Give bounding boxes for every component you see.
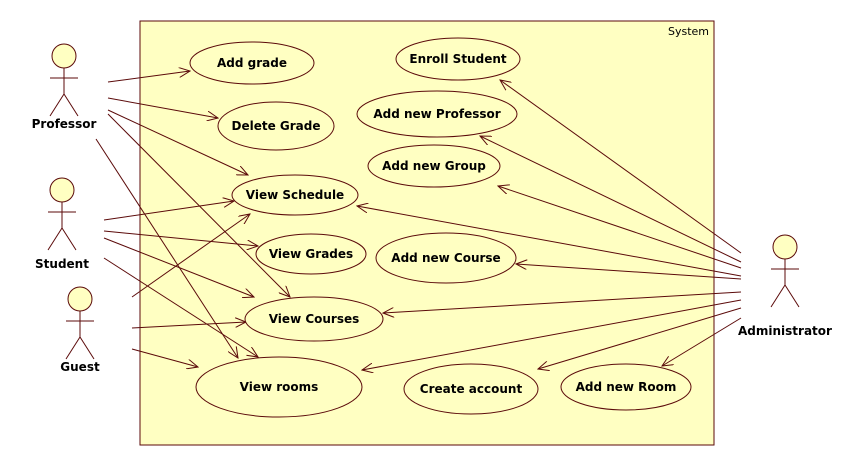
association-administrator-add_room xyxy=(662,317,742,366)
actor-right-leg xyxy=(784,284,800,308)
actor-label: Student xyxy=(35,257,89,271)
association-guest-view_schedule xyxy=(131,214,250,298)
use-case-delete-grade[interactable]: Delete Grade xyxy=(217,101,335,151)
associations xyxy=(95,71,742,370)
actor-head xyxy=(67,286,93,312)
use-case-label: Enroll Student xyxy=(409,52,507,66)
actor-label: Professor xyxy=(32,117,97,131)
actor-left-leg xyxy=(770,284,786,308)
association-professor-view_schedule xyxy=(107,109,248,175)
use-case-create-account[interactable]: Create account xyxy=(403,363,539,415)
association-professor-add_grade xyxy=(107,71,190,83)
use-case-label: Delete Grade xyxy=(232,119,321,133)
actor-head xyxy=(772,234,798,260)
use-case-view-grades[interactable]: View Grades xyxy=(255,233,367,275)
use-case-label: Add new Professor xyxy=(373,107,500,121)
use-case-ellipse xyxy=(367,144,501,188)
use-case-add-room[interactable]: Add new Room xyxy=(560,363,692,411)
association-administrator-view_rooms xyxy=(362,299,742,370)
use-case-add-professor[interactable]: Add new Professor xyxy=(356,90,518,138)
actor-head xyxy=(51,43,77,69)
actor-student[interactable]: Student xyxy=(35,177,89,271)
association-professor-view_courses xyxy=(107,113,290,297)
use-case-ellipse xyxy=(375,232,517,284)
actor-right-leg xyxy=(79,336,95,360)
use-case-ellipse xyxy=(244,296,384,342)
use-case-label: View Schedule xyxy=(246,188,344,202)
actor-label: Administrator xyxy=(738,324,832,338)
association-guest-view_courses xyxy=(131,322,246,329)
use-case-add-grade[interactable]: Add grade xyxy=(189,41,315,85)
use-case-view-rooms[interactable]: View rooms xyxy=(195,356,363,418)
actor-guest[interactable]: Guest xyxy=(60,286,100,374)
association-student-view_grades xyxy=(103,230,258,246)
actor-administrator[interactable]: Administrator xyxy=(738,234,832,338)
actor-right-leg xyxy=(63,93,79,117)
use-case-ellipse xyxy=(356,90,518,138)
use-case-ellipse xyxy=(231,174,359,216)
actor-left-leg xyxy=(47,227,63,251)
use-case-ellipse xyxy=(217,101,335,151)
association-student-view_schedule xyxy=(103,201,234,221)
use-case-ellipse xyxy=(195,356,363,418)
use-case-label: Add new Room xyxy=(576,380,677,394)
use-case-enroll-student[interactable]: Enroll Student xyxy=(395,37,521,81)
association-administrator-add_course xyxy=(516,264,742,280)
association-administrator-enroll_student xyxy=(500,80,742,254)
actor-label: Guest xyxy=(60,360,100,374)
use-case-ellipse xyxy=(560,363,692,411)
association-administrator-add_group xyxy=(498,186,742,269)
association-administrator-add_professor xyxy=(480,136,742,263)
use-case-label: Add new Group xyxy=(382,159,486,173)
actor-left-leg xyxy=(65,336,81,360)
use-case-label: Create account xyxy=(420,382,523,396)
use-case-label: View rooms xyxy=(240,380,319,394)
use-case-ellipse xyxy=(395,37,521,81)
actor-head xyxy=(49,177,75,203)
use-case-label: Add new Course xyxy=(391,251,500,265)
use-case-label: Add grade xyxy=(217,56,287,70)
use-case-ellipse xyxy=(255,233,367,275)
use-case-label: View Courses xyxy=(269,312,360,326)
association-professor-delete_grade xyxy=(107,97,218,118)
use-case-add-group[interactable]: Add new Group xyxy=(367,144,501,188)
use-case-add-course[interactable]: Add new Course xyxy=(375,232,517,284)
association-administrator-view_courses xyxy=(383,291,742,313)
use-case-view-courses[interactable]: View Courses xyxy=(244,296,384,342)
use-case-ellipse xyxy=(189,41,315,85)
use-case-ellipse xyxy=(403,363,539,415)
actor-left-leg xyxy=(49,93,65,117)
use-case-label: View Grades xyxy=(269,247,353,261)
actor-right-leg xyxy=(61,227,77,251)
actor-professor[interactable]: Professor xyxy=(32,43,97,131)
association-student-view_courses xyxy=(103,237,254,297)
system-title: System xyxy=(668,25,709,38)
association-professor-view_rooms xyxy=(95,138,238,358)
association-administrator-view_schedule xyxy=(357,206,742,277)
association-administrator-create_account xyxy=(538,307,742,369)
association-student-view_rooms xyxy=(103,257,258,357)
association-guest-view_rooms xyxy=(131,348,198,367)
use-case-view-schedule[interactable]: View Schedule xyxy=(231,174,359,216)
